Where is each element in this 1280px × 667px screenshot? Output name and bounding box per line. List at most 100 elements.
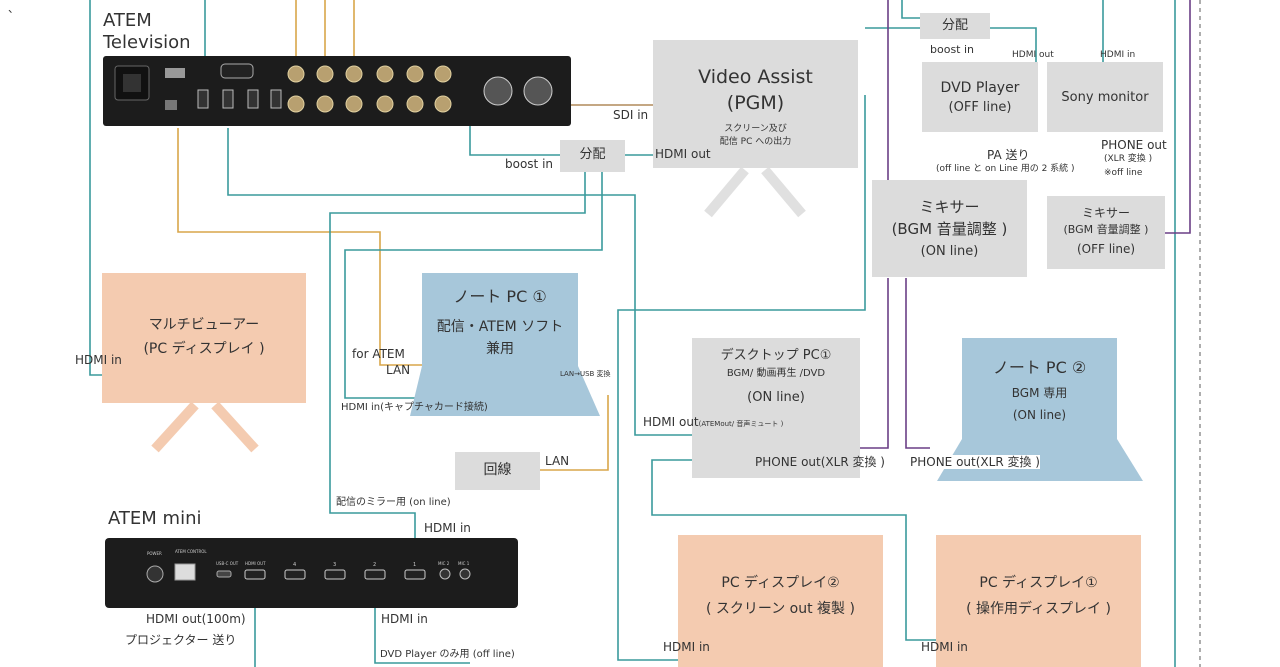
splitter-left-boost: boost in (505, 157, 554, 171)
atem-tv-ports (114, 63, 553, 113)
projector-label: プロジェクター 送り (125, 633, 237, 647)
hdmi-cable (469, 125, 560, 156)
multiviewer-stand (151, 403, 259, 453)
atem-tv-title-1: ATEM (103, 10, 152, 31)
desktop-pc-line3: (ON line) (747, 390, 805, 405)
mini-port-label: USB-C OUT (216, 561, 239, 566)
note-pc1-lan-usb: LAN→USB 変換 (560, 370, 611, 378)
mixer-small-box: ミキサー (BGM 音量調整 ) (OFF line) (1047, 196, 1165, 269)
video-assist-note-2: 配信 PC への出力 (719, 137, 792, 147)
splitter-right-label: 分配 (941, 18, 968, 33)
note-pc1-lan: LAN (386, 363, 411, 377)
desktop-pc-phone-out: PHONE out(XLR 変換 ) (755, 455, 885, 469)
sony-phone-out: PHONE out (1101, 138, 1167, 152)
desktop-pc-hdmi-out-note: (ATEMout/ 音声ミュート ) (698, 420, 784, 428)
hdmi-cable (901, 0, 920, 19)
mini-hdmi-out: HDMI out(100m) (146, 612, 246, 626)
desktop-pc-hdmi-out-label: HDMI out (643, 415, 699, 429)
sony-phone-note-1: (XLR 変換 ) (1104, 154, 1153, 164)
pc-display2-hdmi-in: HDMI in (663, 640, 710, 654)
mini-port-label: 3 (333, 562, 337, 568)
video-assist-subtitle: (PGM) (726, 92, 785, 114)
mini-port-label: 2 (373, 562, 377, 568)
mini-port-label: POWER (147, 551, 162, 556)
atem-television-device (103, 56, 571, 126)
note-pc1-line1: ノート PC ① (453, 287, 547, 306)
mirror-label: 配信のミラー用 (on line) (336, 497, 451, 508)
multiviewer-hdmi-in: HDMI in (75, 353, 122, 367)
hdmi-cable (344, 172, 603, 399)
video-assist-title: Video Assist (698, 66, 813, 88)
lan-cable (177, 128, 422, 366)
note-pc2-line3: (ON line) (1012, 408, 1067, 422)
splitter-right: 分配 (920, 13, 990, 39)
hdmi-cable (227, 128, 692, 436)
atem-tv-title-2: Television (103, 32, 191, 53)
lan-cable (540, 395, 609, 471)
audio-cable (860, 278, 889, 449)
note-pc1-line3: 兼用 (486, 341, 514, 357)
dvd-player-box: DVD Player (OFF line) (922, 62, 1038, 132)
mini-port-label: HDMI OUT (245, 561, 266, 566)
sdi-in-label: SDI in (613, 108, 649, 122)
audio-cable (905, 278, 930, 449)
mixer-main-line3: (ON line) (920, 244, 979, 259)
note-pc1-keyboard (410, 366, 600, 416)
video-assist-hdmi-out: HDMI out (655, 147, 711, 161)
mini-port-label: MIC 2 (438, 561, 450, 566)
dvd-player-line2: (OFF line) (948, 100, 1012, 115)
internet-lan-label: LAN (545, 454, 570, 468)
sony-monitor-label: Sony monitor (1061, 90, 1149, 105)
mini-hdmi-in-top: HDMI in (424, 521, 471, 535)
desktop-pc-box: デスクトップ PC① BGM/ 動画再生 /DVD (ON line) (692, 338, 860, 478)
note-pc1-screen: ノート PC ① 配信・ATEM ソフト 兼用 (422, 273, 578, 368)
pc-display2-box: PC ディスプレイ② ( スクリーン out 複製 ) (678, 535, 883, 667)
mini-hdmi-in-bottom: HDMI in (381, 612, 428, 626)
desktop-pc-line2: BGM/ 動画再生 /DVD (726, 368, 826, 379)
pc-display1-line1: PC ディスプレイ① (979, 575, 1098, 591)
note-pc2-screen: ノート PC ② BGM 専用 (ON line) (962, 338, 1117, 440)
hdmi-cable (617, 95, 866, 661)
dvd-hdmi-out: HDMI out (1012, 50, 1054, 60)
note-pc2-line1: ノート PC ② (992, 358, 1087, 377)
pc-display2-line2: ( スクリーン out 複製 ) (706, 601, 855, 617)
pc-display2-line1: PC ディスプレイ② (721, 575, 840, 591)
dvd-player-line1: DVD Player (940, 80, 1020, 96)
pa-label: PA 送り (987, 148, 1030, 162)
note-pc2-phone-out: PHONE out(XLR 変換 ) (910, 455, 1040, 470)
hdmi-cable (89, 0, 102, 376)
mini-port-label: 1 (413, 562, 417, 568)
desktop-pc-line1: デスクトップ PC① (720, 348, 832, 363)
mixer-main-box: ミキサー (BGM 音量調整 ) (ON line) (872, 180, 1027, 277)
splitter-left: 分配 (560, 140, 625, 172)
multiviewer-line2: (PC ディスプレイ ) (143, 341, 265, 357)
pc-display1-box: PC ディスプレイ① ( 操作用ディスプレイ ) (936, 535, 1141, 667)
hdmi-cable (651, 459, 936, 641)
mini-port-label: ATEM CONTROL (175, 549, 207, 554)
mini-port-label: 4 (293, 562, 297, 568)
atem-mini-title: ATEM mini (108, 508, 202, 529)
pc-display1-hdmi-in: HDMI in (921, 640, 968, 654)
note-pc1-for-atem: for ATEM (352, 347, 405, 361)
pa-note: (off line と on Line 用の 2 系統 ) (936, 164, 1075, 174)
multiviewer-box: マルチビューアー (PC ディスプレイ ) (102, 273, 306, 403)
video-assist-stand (704, 168, 806, 218)
video-assist-box: Video Assist (PGM) スクリーン及び 配信 PC への出力 (653, 40, 858, 168)
note-pc2-keyboard (937, 439, 1143, 481)
audio-cable (1165, 0, 1191, 234)
splitter-left-label: 分配 (579, 147, 606, 162)
mixer-small-line1: ミキサー (1081, 206, 1130, 220)
note-pc2-line2: BGM 専用 (1011, 386, 1068, 400)
note-pc1-hdmi-in: HDMI in(キャプチャカード接続) (341, 402, 488, 413)
video-assist-note-1: スクリーン及び (724, 124, 787, 134)
sony-hdmi-in: HDMI in (1100, 50, 1136, 60)
hdmi-cable (990, 27, 1037, 62)
splitter-right-boost: boost in (930, 43, 975, 56)
atem-mini-ports (146, 563, 471, 583)
dvd-only-label: DVD Player のみ用 (off line) (380, 649, 515, 660)
note-pc1-line2: 配信・ATEM ソフト (436, 319, 564, 335)
sony-phone-note-2: ※off line (1104, 168, 1143, 178)
multiviewer-line1: マルチビューアー (148, 317, 260, 333)
